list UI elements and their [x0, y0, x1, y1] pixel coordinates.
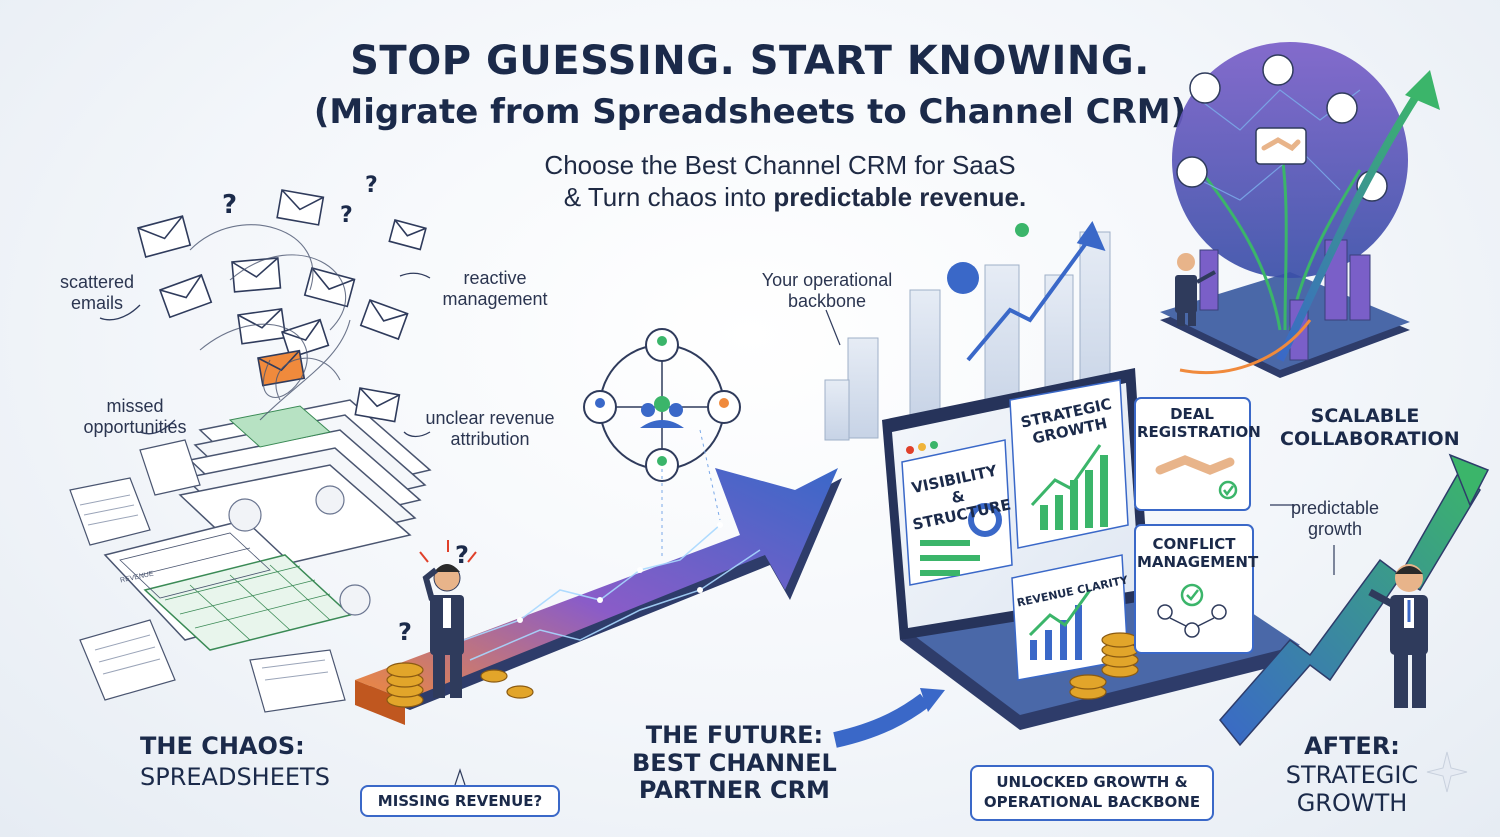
question-marks: ? ? ? ? ? [222, 173, 469, 646]
svg-text:?: ? [365, 173, 378, 198]
note-operational-backbone: Your operational backbone [761, 270, 893, 311]
confident-person-icon [1368, 564, 1428, 708]
missing-revenue-badge: MISSING REVENUE? [360, 785, 560, 817]
tagline-prefix: & Turn chaos into [563, 182, 774, 212]
svg-text:?: ? [455, 541, 469, 569]
annotation-lines [454, 309, 1335, 786]
future-heading: THE FUTURE: BEST CHANNEL PARTNER CRM [632, 721, 837, 805]
growth-tree [1160, 42, 1410, 378]
page-title: STOP GUESSING. START KNOWING. [350, 38, 1150, 84]
spreadsheet-stack [69, 399, 432, 713]
tagline-line-1: Choose the Best Channel CRM for SaaS [544, 150, 1016, 180]
glow-node-icon [947, 262, 979, 294]
pointing-person-icon [1175, 253, 1216, 326]
deal-registration-label: DEAL REGISTRATION [1137, 405, 1261, 441]
growth-path-ramp [355, 468, 842, 725]
conflict-management-label: CONFLICT MANAGEMENT [1137, 535, 1259, 571]
future-line-1: THE FUTURE: [645, 721, 824, 749]
stressed-person-icon [419, 540, 477, 698]
chaos-heading: THE CHAOS: [140, 732, 305, 760]
coin-stack-icon [386, 662, 534, 708]
after-heading: AFTER: [1304, 732, 1400, 760]
note-unclear-attribution: unclear revenue attribution [425, 408, 555, 449]
scalable-collaboration-label: SCALABLE COLLABORATION [1280, 405, 1460, 450]
page-subtitle: (Migrate from Spreadsheets to Channel CR… [313, 92, 1187, 132]
scattered-emails-icon [137, 189, 427, 423]
unlocked-growth-badge: UNLOCKED GROWTH & OPERATIONAL BACKBONE [970, 765, 1214, 821]
future-line-3: PARTNER CRM [638, 776, 830, 805]
note-scattered-emails: scattered emails [59, 272, 135, 313]
svg-text:?: ? [222, 190, 237, 220]
note-reactive-management: reactive management [442, 268, 548, 309]
glow-node-icon [1015, 223, 1029, 237]
future-line-2: BEST CHANNEL [632, 748, 837, 777]
sparkle-icon [1426, 751, 1468, 793]
deal-registration-card [1134, 397, 1251, 511]
note-arrows [99, 272, 431, 438]
conflict-management-card [1134, 524, 1254, 654]
after-heading-block: AFTER: STRATEGIC GROWTH [1282, 732, 1422, 817]
coin-stack-icon [1069, 632, 1139, 700]
note-missed-opportunities: missed opportunities [83, 396, 187, 437]
note-predictable-growth: predictable growth [1290, 498, 1380, 539]
svg-text:?: ? [398, 618, 412, 646]
tagline-bold: predictable revenue. [773, 182, 1027, 212]
entry-arrow [833, 688, 945, 748]
strategic-growth-chart [1219, 453, 1490, 747]
rising-trend-arrow [966, 220, 1106, 362]
chaos-swirl-lines [189, 224, 351, 421]
chaos-subheading: SPREADSHEETS [140, 763, 330, 791]
after-sub-1: STRATEGIC [1285, 760, 1419, 789]
partner-network-icon [583, 328, 741, 560]
after-sub-2: GROWTH [1296, 788, 1408, 817]
top-growth-arrow [1179, 70, 1440, 375]
svg-text:?: ? [340, 203, 353, 228]
tagline-line-2: & Turn chaos into predictable revenue. [0, 182, 1500, 213]
